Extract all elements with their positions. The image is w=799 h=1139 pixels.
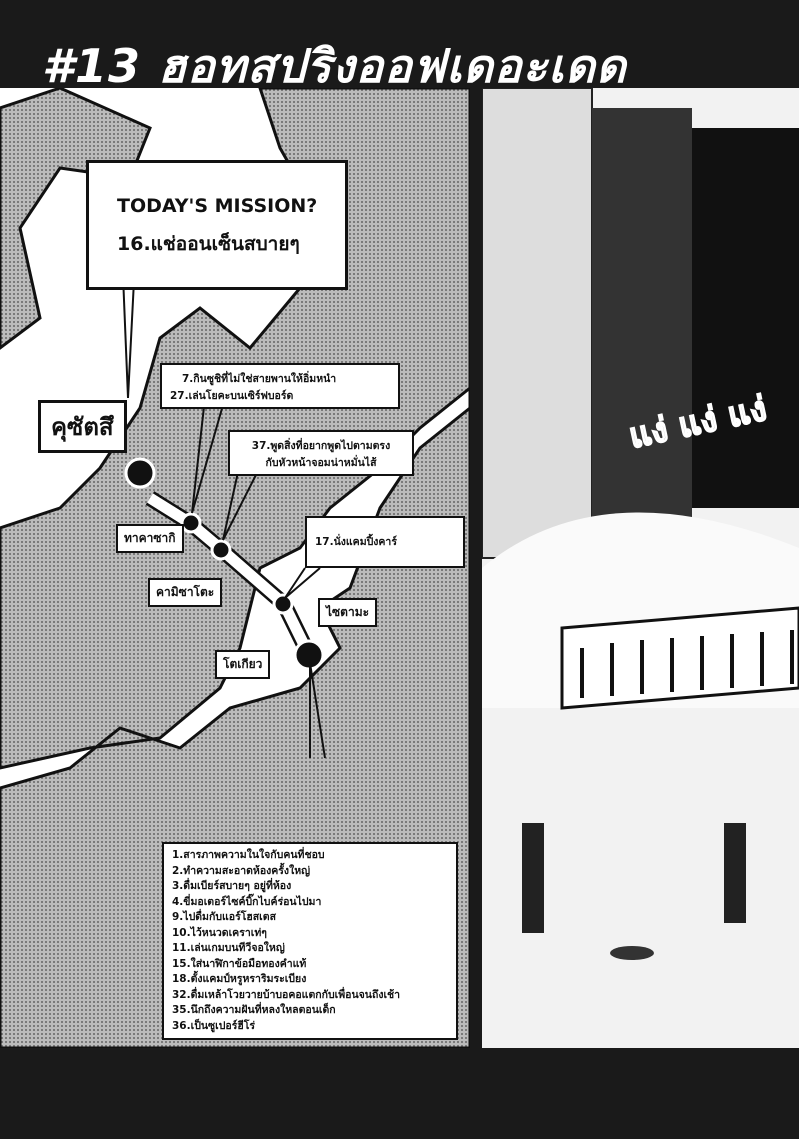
hotspring-illustration: แง่ แง่ แง่: [482, 88, 799, 1048]
list-item: 11.เล่นเกมบนทีวีจอใหญ่: [172, 942, 285, 954]
note-line: 17.นั่งแคมปิ้งคาร์: [315, 536, 397, 548]
land-west: [0, 88, 152, 350]
kamisato-note: 37.พูดสิ่งที่อยากพูดไปตามตรง กับหัวหน้าจ…: [228, 430, 414, 476]
note-line: กับหัวหน้าจอมน่าหมั่นไส้: [265, 457, 377, 469]
node-saitama: [272, 593, 294, 615]
list-item: 32.ดื่มเหล้าโวยวายบ้าบอคอแตกกับเพื่อนจนถ…: [172, 988, 401, 1001]
mission-box: TODAY'S MISSION? 16.แช่ออนเซ็นสบายๆ: [86, 160, 348, 290]
chapter-title: #13 ฮอทสปริงออฟเดอะเดด: [42, 39, 627, 93]
map-panel: TODAY'S MISSION? 16.แช่ออนเซ็นสบายๆ 7.กิ…: [0, 88, 470, 1048]
list-item: 18.ตั้งแคมป์หรูหราริมระเบียง: [172, 973, 307, 985]
node-kamisato: [210, 539, 232, 561]
station-label-kusatsu: คุซัตสึ: [38, 400, 127, 453]
mission-heading: TODAY'S MISSION?: [117, 195, 318, 217]
saitama-note: 17.นั่งแคมปิ้งคาร์: [305, 516, 465, 568]
note-line: 27.เล่นโยคะบนเซิร์ฟบอร์ด: [170, 390, 294, 402]
list-item: 1.สารภาพความในใจกับคนที่ชอบ: [172, 849, 325, 861]
list-item: 15.ใส่นาฬิกาข้อมือทองคำแท้: [172, 957, 307, 970]
map-illustration: [0, 88, 470, 1048]
list-item: 3.ดื่มเบียร์สบายๆ อยู่ที่ห้อง: [172, 880, 292, 892]
list-item: 9.ไปดื่มกับแอร์โฮสเตส: [172, 911, 276, 923]
station-label-saitama: ไซตามะ: [318, 598, 378, 627]
list-item: 10.ไว้หนวดเคราเท่ๆ: [172, 926, 267, 939]
station-label-takasaki: ทาคาซากิ: [116, 524, 184, 553]
mission-item: 16.แช่ออนเซ็นสบายๆ: [117, 233, 300, 255]
node-kusatsu: [124, 457, 156, 489]
hotspring-scene-panel: แง่ แง่ แง่: [482, 88, 799, 1048]
station-nodes: [124, 457, 325, 671]
list-item: 4.ขี่มอเตอร์ไซค์บิ๊กไบค์ร่อนไปมา: [172, 895, 322, 908]
list-item: 35.นึกถึงความฝันที่หลงใหลตอนเด็ก: [172, 1004, 336, 1016]
list-item: 36.เป็นซูเปอร์ฮีโร่: [172, 1019, 256, 1032]
node-takasaki: [180, 512, 202, 534]
note-line: 7.กินซูชิที่ไม่ใช่สายพานให้อิ่มหนำ: [182, 373, 337, 385]
takasaki-note: 7.กินซูชิที่ไม่ใช่สายพานให้อิ่มหนำ 27.เล…: [160, 363, 400, 409]
tokyo-mission-list: 1.สารภาพความในใจกับคนที่ชอบ 2.ทำความสะอา…: [162, 842, 458, 1040]
station-label-kamisato: คามิซาโตะ: [148, 578, 223, 607]
note-line: 37.พูดสิ่งที่อยากพูดไปตามตรง: [251, 440, 391, 452]
list-item: 2.ทำความสะอาดห้องครั้งใหญ่: [172, 864, 311, 877]
station-label-tokyo: โตเกียว: [215, 650, 271, 679]
